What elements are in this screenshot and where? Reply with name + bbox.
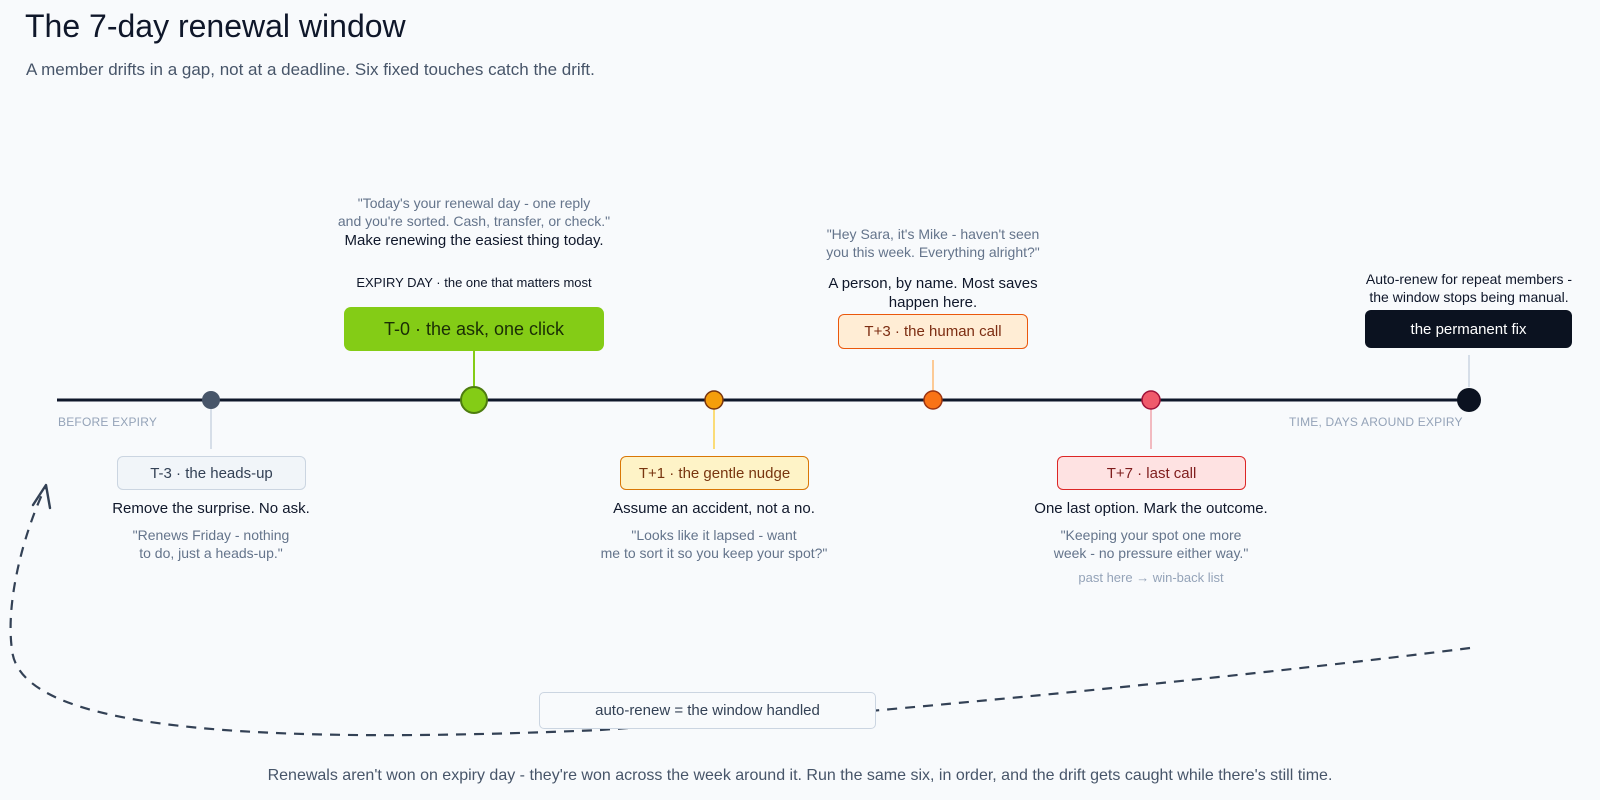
touch-t0-quote: "Today's your renewal day - one reply an… <box>338 194 610 230</box>
touch-t-plus-1-action: Assume an accident, not a no. <box>613 500 815 517</box>
page-title: The 7-day renewal window <box>25 8 406 44</box>
axis-end-label: TIME, DAYS AROUND EXPIRY <box>1289 415 1463 429</box>
touch-t-plus-7-quote: "Keeping your spot one more week - no pr… <box>1054 526 1249 562</box>
axis-start-label: BEFORE EXPIRY <box>58 415 158 429</box>
touch-t-minus-3-box: T-3 · the heads-up <box>117 456 306 490</box>
touch-t0-label: T-0 · the ask, one click <box>383 318 565 339</box>
marker-t0 <box>460 386 488 414</box>
touch-t-plus-3-box: T+3 · the human call <box>838 314 1028 349</box>
quote-line: me to sort it so you keep your spot?" <box>600 545 828 561</box>
quote-line: and you're sorted. Cash, transfer, or ch… <box>337 213 611 229</box>
footer-text: Renewals aren't won on expiry day - they… <box>267 767 1333 784</box>
touch-t-plus-3-action: A person, by name. Most saves happen her… <box>828 274 1037 312</box>
quote-line: you this week. Everything alright?" <box>826 244 1040 260</box>
touch-t-plus-3-quote: "Hey Sara, it's Mike - haven't seen you … <box>826 225 1040 261</box>
action-line: A person, by name. Most saves <box>828 275 1038 292</box>
quote-line: week - no pressure either way." <box>1053 545 1249 561</box>
description-line: the window stops being manual. <box>1369 289 1569 305</box>
touch-t-minus-3-label: T-3 · the heads-up <box>150 464 273 482</box>
quote-line: to do, just a heads-up." <box>139 545 283 561</box>
marker-t-plus-1 <box>704 390 724 410</box>
touch-t-plus-7-label: T+7 · last call <box>1106 464 1197 482</box>
fix-description: Auto-renew for repeat members - the wind… <box>1366 270 1572 306</box>
quote-line: "Keeping your spot one more <box>1060 527 1242 543</box>
page-subtitle: A member drifts in a gap, not at a deadl… <box>26 60 595 79</box>
marker-t-plus-7 <box>1141 390 1161 410</box>
touch-t0-tag: EXPIRY DAY · the one that matters most <box>356 275 592 290</box>
quote-line: "Hey Sara, it's Mike - haven't seen <box>826 226 1040 242</box>
marker-fix <box>1457 388 1481 412</box>
description-line: Auto-renew for repeat members - <box>1365 271 1573 287</box>
touch-t-plus-1-label: T+1 · the gentle nudge <box>638 464 791 482</box>
touch-t-minus-3-action: Remove the surprise. No ask. <box>112 500 310 517</box>
auto-renew-box: auto-renew = the window handled <box>539 692 876 729</box>
fix-box: the permanent fix <box>1365 310 1572 348</box>
quote-line: "Looks like it lapsed - want <box>631 527 797 543</box>
touch-t0-action: Make renewing the easiest thing today. <box>344 232 604 249</box>
touch-t-plus-7-action: One last option. Mark the outcome. <box>1034 500 1268 517</box>
fix-label: the permanent fix <box>1410 320 1527 338</box>
touch-t-plus-1-box: T+1 · the gentle nudge <box>620 456 809 490</box>
marker-t-plus-3 <box>923 390 943 410</box>
action-line: happen here. <box>888 294 978 311</box>
touch-t0-box: T-0 · the ask, one click <box>344 307 604 351</box>
loop-arrowhead-icon <box>31 483 52 510</box>
touch-t-plus-7-note: past here → win-back list <box>1078 570 1224 585</box>
quote-line: "Renews Friday - nothing <box>132 527 290 543</box>
touch-t-plus-1-quote: "Looks like it lapsed - want me to sort … <box>601 526 828 562</box>
quote-line: "Today's your renewal day - one reply <box>357 195 591 211</box>
touch-t-minus-3-quote: "Renews Friday - nothing to do, just a h… <box>133 526 290 562</box>
touch-t-plus-7-box: T+7 · last call <box>1057 456 1246 490</box>
auto-renew-label: auto-renew = the window handled <box>595 702 820 719</box>
touch-t-plus-3-label: T+3 · the human call <box>864 323 1002 340</box>
marker-t-minus-3 <box>202 391 220 409</box>
